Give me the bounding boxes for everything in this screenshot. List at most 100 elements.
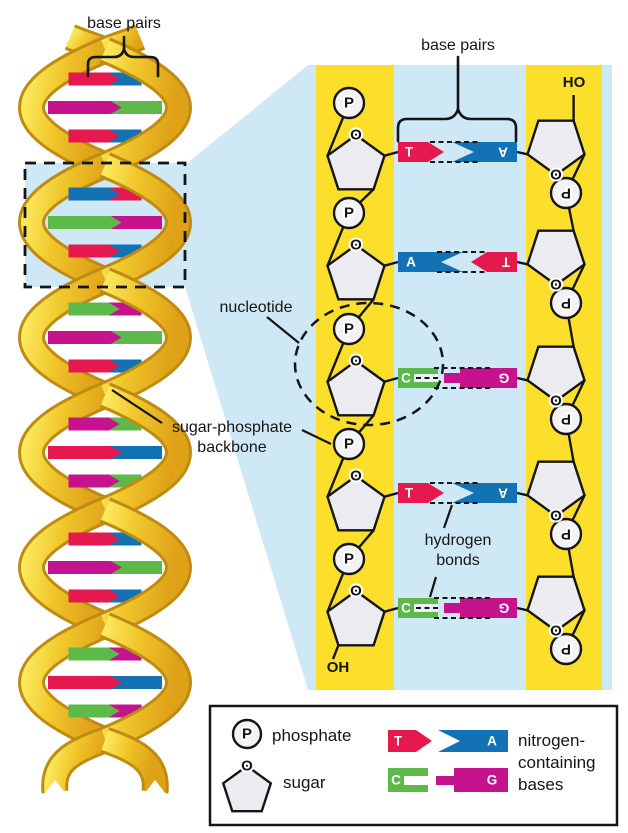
phosphate-letter: P [561,185,571,202]
sugar-oxygen-letter: O [550,393,562,410]
legend-sugar-pentagon [221,764,273,813]
svg-text:A: A [498,145,508,160]
guanine-base-tab [444,373,462,383]
hydrogen-bonds-pointer-up [442,504,454,529]
svg-text:T: T [501,255,510,270]
helix-rung-segment [108,331,162,344]
phosphate-circle [332,196,366,230]
guanine-base-tab [444,603,462,613]
nucleotide-pointer [266,316,300,344]
helix-rung-segment [68,704,120,718]
thymine-base [471,252,517,272]
adenine-base [452,142,517,162]
helix-rung-segment [108,101,162,114]
legend-phosphate-circle [231,718,263,750]
sugar-pentagon [526,575,586,633]
phosphate-letter: P [344,95,354,112]
helix-rung-segment [48,331,122,344]
helix-rung-segment [48,446,122,459]
phosphate-letter: P [344,436,354,453]
sugar-oxygen-letter: O [241,758,253,775]
helix-rung-segment [68,72,120,86]
phosphate-circle [549,176,583,210]
helix-rung-segment [48,101,122,114]
phosphate-letter: P [561,641,571,658]
base-pair-CG: C G [398,367,517,389]
nucleotide-outline [293,301,445,427]
svg-text:C: C [401,371,411,386]
base-pair-AT: A T [398,251,517,273]
legend-guanine-tab [436,776,456,785]
sugar-pentagon [326,589,386,647]
base-pair-TA: T A [398,482,517,504]
thymine-base [398,142,444,162]
legend-bases-label: nitrogen- containing bases [518,731,596,794]
guanine-base [460,598,517,618]
helix-rung-segment [108,446,162,459]
backbone-pointer-right [301,429,332,445]
svg-text:G: G [499,601,510,616]
phosphate-circle [332,542,366,576]
helix-rung-segment [68,589,120,603]
helix-rung-segment [68,647,120,661]
sugar-oxygen-letter: O [350,127,362,144]
phosphate-letter: P [344,321,354,338]
sugar-oxygen-letter: O [350,583,362,600]
svg-text:T: T [405,145,414,160]
helix-rung-segment [68,129,120,143]
phosphate-letter: P [561,411,571,428]
sugar-pentagon [526,119,586,177]
oh-end-label: OH [326,659,350,676]
svg-text:G: G [487,773,498,788]
helix-base-pairs-label: base pairs [87,15,161,32]
helix-rung-segment [68,474,120,488]
sugar-pentagon [526,229,586,287]
legend-phosphate-label: phosphate [272,726,352,745]
svg-text:A: A [487,734,497,749]
legend-guanine [454,768,508,792]
helix-rung-segment [48,561,122,574]
legend-sugar-label: sugar [283,773,326,792]
panel-base-pairs-bracket [396,55,518,143]
adenine-base [452,483,517,503]
phosphate-circle [549,286,583,320]
nucleotide-label: nucleotide [219,299,293,316]
sugar-pentagon [326,474,386,532]
base-pair-TA: T A [398,141,517,163]
svg-text:T: T [394,734,403,749]
sugar-pentagon [326,359,386,417]
panel-base-pairs-label: base pairs [421,37,495,54]
phosphate-circle [332,312,366,346]
sugar-oxygen-letter: O [550,623,562,640]
helix-rungs [48,417,162,488]
base-pair-CG: C G [398,597,517,619]
magnifier-wedge [185,65,308,690]
helix-rung-segment [48,676,122,689]
phosphate-letter: P [344,551,354,568]
highlight-box [23,161,187,289]
helix-rungs [48,647,162,718]
helix-rung-segment [108,561,162,574]
ho-end-label: HO [562,74,586,91]
hydrogen-bonds-pointer-down [428,576,438,598]
helix-rungs [48,72,162,143]
svg-text:A: A [406,255,416,270]
helix-rung-segment [108,676,162,689]
helix-rung-segment [48,216,122,229]
sugar-oxygen-letter: O [550,167,562,184]
sugar-pentagon [326,243,386,301]
sugar-oxygen-letter: O [350,353,362,370]
sugar-pentagon [526,460,586,518]
phosphate-circle [549,632,583,666]
backbone-label: sugar-phosphate backbone [171,419,293,456]
backbone-pointer-left [111,389,163,424]
hydrogen-bonds-label: hydrogen bonds [424,532,492,569]
phosphate-letter: P [561,295,571,312]
adenine-base [398,252,463,272]
svg-text:G: G [499,371,510,386]
phosphate-circle [549,517,583,551]
enlarged-panel: P P P P P O O O O O [111,55,612,690]
sugar-oxygen-letter: O [350,468,362,485]
